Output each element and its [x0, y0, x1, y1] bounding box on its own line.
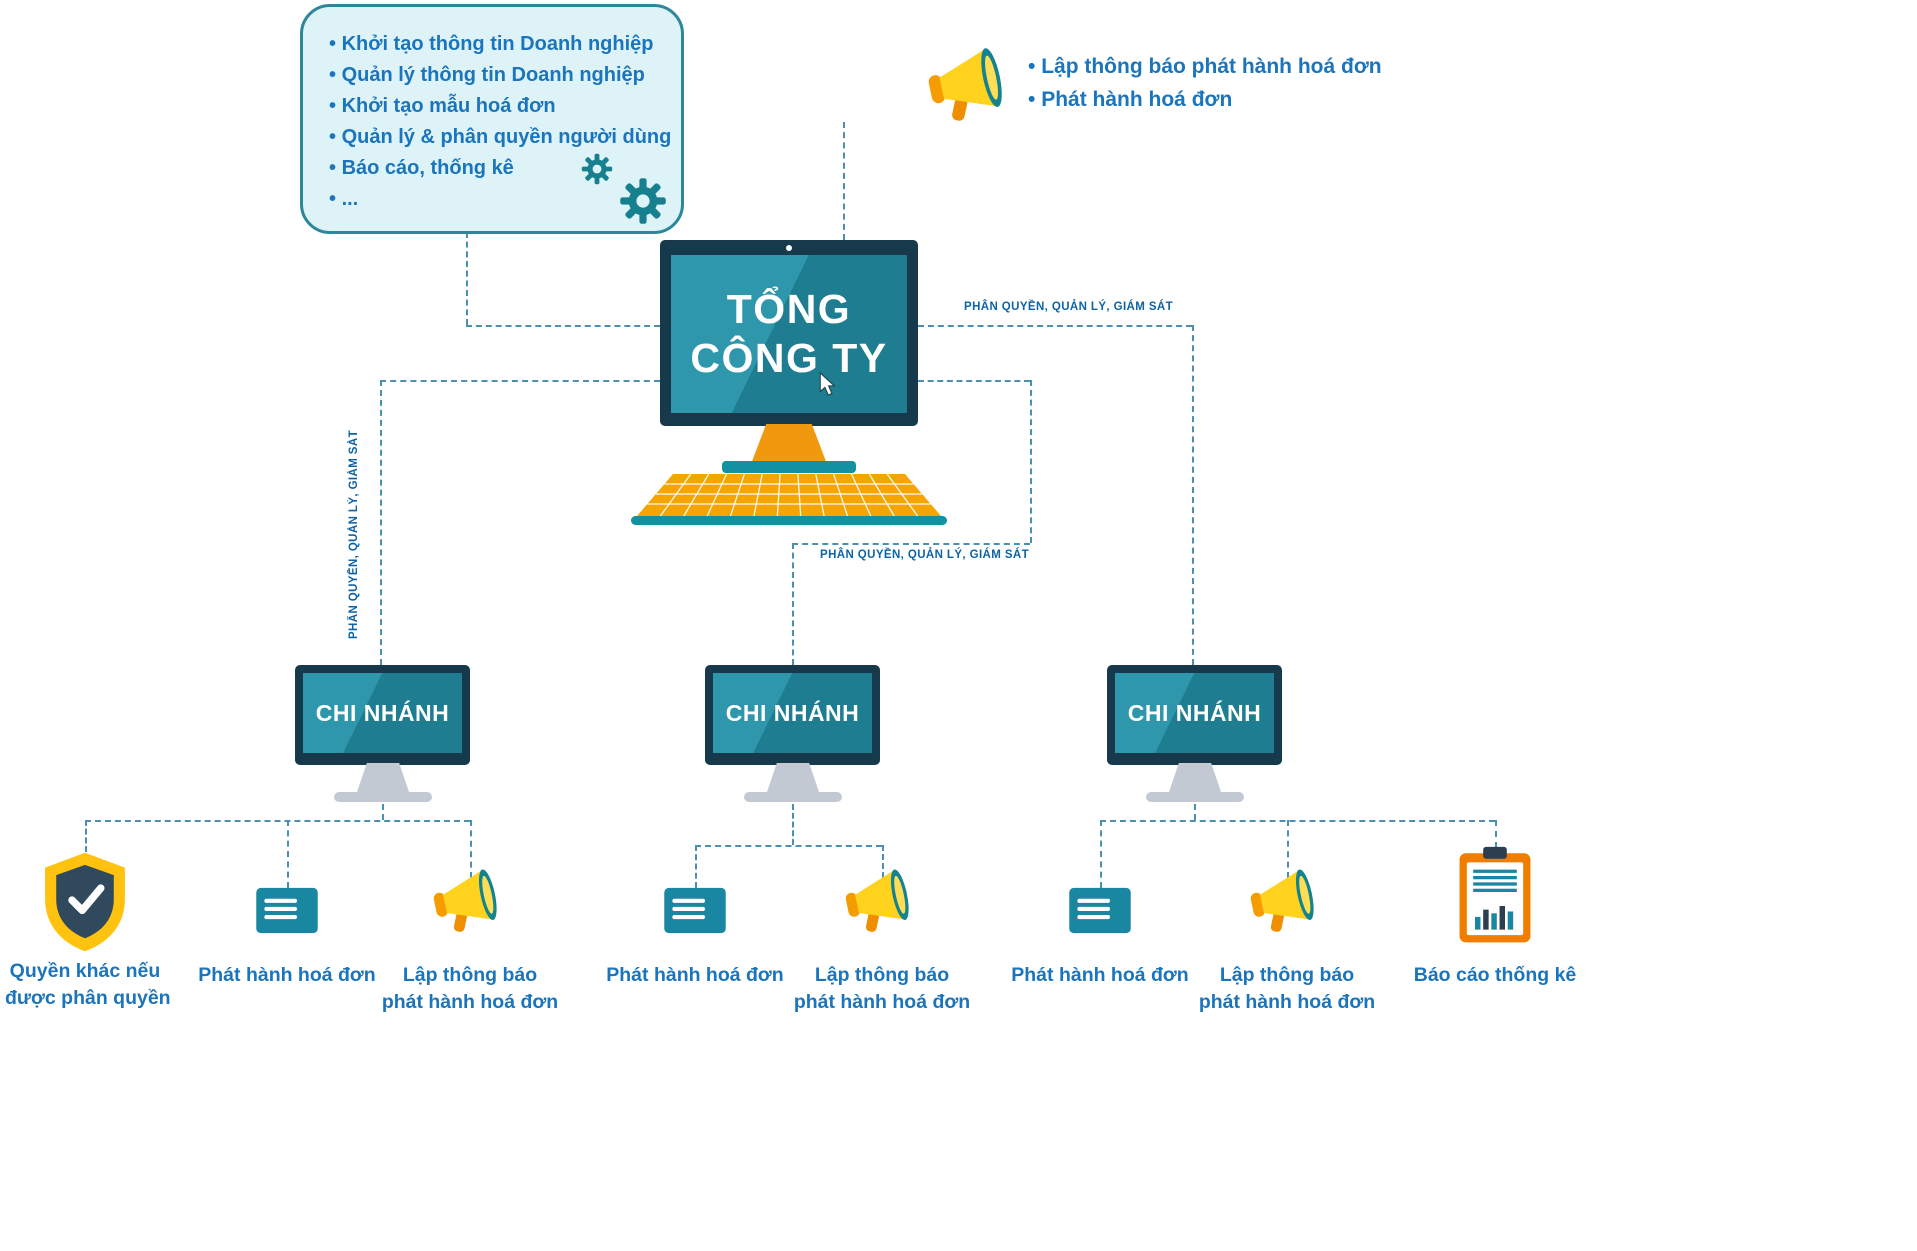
edge-label-middle: PHÂN QUYỀN, QUẢN LÝ, GIÁM SÁT — [820, 549, 1030, 561]
hq-announce-list: Lập thông báo phát hành hoá đơn Phát hàn… — [1028, 50, 1382, 116]
shield-check-icon — [38, 850, 132, 954]
branch-monitor-2: CHI NHÁNH — [705, 665, 880, 765]
cursor-icon — [819, 372, 835, 396]
branch-monitor-1: CHI NHÁNH — [295, 665, 470, 765]
document-icon — [664, 887, 726, 934]
hq-title: TỔNG CÔNG TY — [690, 285, 887, 383]
gear-icon — [620, 178, 666, 224]
connector-line — [1030, 380, 1032, 543]
callout-item: Quản lý & phân quyền người dùng — [329, 122, 672, 153]
callout-item: Quản lý thông tin Doanh nghiệp — [329, 60, 665, 91]
callout-item: Khởi tạo thông tin Doanh nghiệp — [329, 29, 665, 60]
connector-line — [1194, 804, 1196, 820]
branch-monitor-base — [334, 792, 432, 802]
callout-item: Khởi tạo mẫu hoá đơn — [329, 91, 665, 122]
hq-title-line1: TỔNG — [726, 286, 852, 332]
branch-label: CHI NHÁNH — [1127, 699, 1262, 726]
connector-line — [695, 845, 697, 888]
hq-screen: TỔNG CÔNG TY — [671, 255, 907, 413]
connector-line — [466, 325, 660, 327]
branch-monitor-3: CHI NHÁNH — [1107, 665, 1282, 765]
edge-label-left: PHÂN QUYỀN, QUẢN LÝ, GIÁM SÁT — [348, 430, 360, 640]
announce-item: Lập thông báo phát hành hoá đơn — [1028, 50, 1381, 83]
keyboard-icon — [631, 473, 947, 525]
document-icon — [256, 887, 318, 934]
clipboard-report-icon — [1459, 846, 1531, 943]
leaf-label-issue-invoice: Phát hành hoá đơn — [198, 964, 376, 986]
connector-line — [1495, 820, 1497, 848]
branch-screen: CHI NHÁNH — [303, 673, 462, 753]
branch-label: CHI NHÁNH — [725, 699, 860, 726]
hq-monitor-base — [722, 461, 856, 473]
leaf-label-create-announcement: Lập thông báo phát hành hoá đơn — [1198, 964, 1376, 1013]
connector-line — [882, 845, 884, 878]
connector-line — [1100, 820, 1102, 888]
gear-icon — [581, 153, 613, 185]
edge-label-right: PHÂN QUYỀN, QUẢN LÝ, GIÁM SÁT — [964, 301, 1174, 313]
branch-monitor-stand — [1168, 763, 1222, 795]
connector-line — [792, 804, 794, 845]
branch-monitor-base — [744, 792, 842, 802]
connector-line — [470, 820, 472, 878]
document-icon — [1069, 887, 1131, 934]
megaphone-icon — [1246, 868, 1319, 938]
connector-line — [1287, 820, 1289, 878]
hq-title-line2: CÔNG TY — [690, 335, 888, 381]
branch-label: CHI NHÁNH — [315, 699, 450, 726]
connector-line — [695, 845, 882, 847]
connector-line — [287, 820, 289, 888]
connector-line — [466, 232, 468, 325]
connector-line — [792, 543, 1030, 545]
branch-monitor-base — [1146, 792, 1244, 802]
branch-monitor-stand — [766, 763, 820, 795]
connector-line — [792, 543, 794, 665]
connector-line — [380, 380, 660, 382]
branch-screen: CHI NHÁNH — [1115, 673, 1274, 753]
hq-functions-list: Khởi tạo thông tin Doanh nghiệp Quản lý … — [329, 29, 672, 215]
camera-dot — [786, 245, 792, 251]
hq-functions-callout: Khởi tạo thông tin Doanh nghiệp Quản lý … — [300, 4, 684, 234]
connector-line — [85, 820, 87, 852]
megaphone-icon — [429, 868, 502, 938]
callout-item: Báo cáo, thống kê — [329, 153, 665, 184]
connector-line — [918, 380, 1030, 382]
connector-line — [380, 380, 382, 665]
branch-monitor-stand — [356, 763, 410, 795]
gears-icon — [581, 153, 667, 225]
leaf-label-report: Báo cáo thống kê — [1413, 964, 1577, 986]
leaf-label-issue-invoice: Phát hành hoá đơn — [606, 964, 784, 986]
leaf-label-create-announcement: Lập thông báo phát hành hoá đơn — [793, 964, 971, 1013]
connector-line — [1192, 325, 1194, 665]
connector-line — [85, 820, 470, 822]
announce-item: Phát hành hoá đơn — [1028, 83, 1382, 116]
hq-monitor-stand — [751, 424, 827, 464]
hq-monitor: TỔNG CÔNG TY — [660, 240, 918, 426]
callout-item: ... — [329, 184, 665, 215]
leaf-label-other-rights: Quyền khác nếu được phân quyền — [5, 960, 171, 1009]
megaphone-icon — [924, 46, 1008, 128]
leaf-label-create-announcement: Lập thông báo phát hành hoá đơn — [381, 964, 559, 1013]
leaf-label-issue-invoice: Phát hành hoá đơn — [1011, 964, 1189, 986]
connector-line — [918, 325, 1192, 327]
connector-line — [1100, 820, 1495, 822]
branch-screen: CHI NHÁNH — [713, 673, 872, 753]
megaphone-icon — [841, 868, 914, 938]
connector-line — [382, 804, 384, 820]
connector-line — [843, 122, 845, 240]
